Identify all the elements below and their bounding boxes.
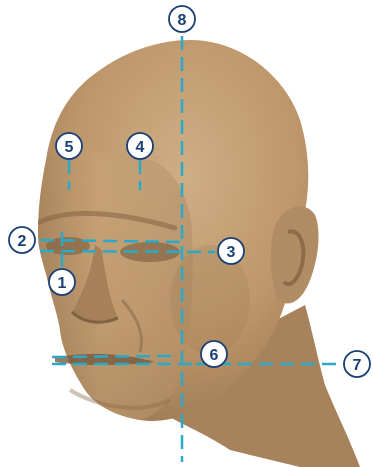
- marker-7-label: 7: [353, 357, 362, 374]
- marker-6-label: 6: [210, 347, 219, 364]
- eye-line-lower: [40, 251, 215, 252]
- marker-2[interactable]: 2: [9, 227, 35, 253]
- marker-3[interactable]: 3: [218, 238, 244, 264]
- marker-3-label: 3: [227, 244, 236, 261]
- marker-4[interactable]: 4: [127, 133, 153, 159]
- marker-6[interactable]: 6: [201, 341, 227, 367]
- marker-5[interactable]: 5: [56, 133, 82, 159]
- marker-1[interactable]: 1: [49, 269, 75, 295]
- marker-1-label: 1: [58, 275, 67, 292]
- head-illustration: [38, 40, 360, 467]
- marker-4-label: 4: [136, 139, 145, 156]
- ear: [271, 206, 319, 303]
- marker-2-label: 2: [18, 233, 27, 250]
- marker-7[interactable]: 7: [344, 351, 370, 377]
- marker-8[interactable]: 8: [169, 6, 195, 32]
- marker-5-label: 5: [65, 139, 74, 156]
- marker-8-label: 8: [178, 12, 187, 29]
